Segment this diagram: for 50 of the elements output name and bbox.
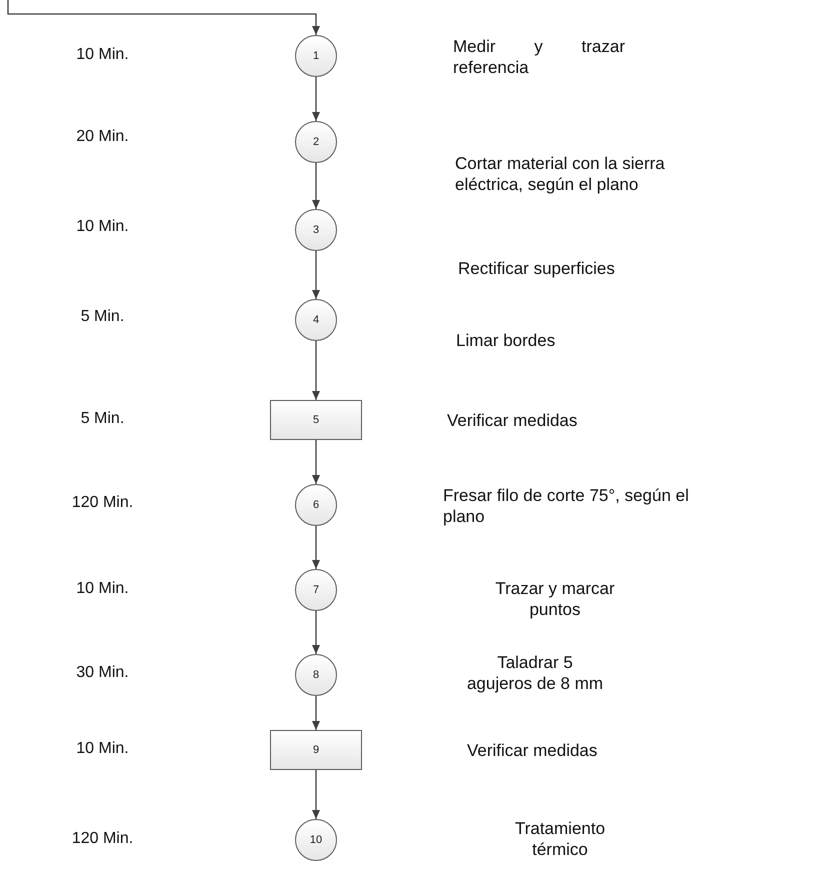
arrow (312, 163, 320, 209)
step-description: Trazar y marcar puntos (494, 578, 616, 620)
step-number: 9 (312, 744, 320, 756)
operation-circle (295, 569, 337, 611)
step-description: Cortar material con la sierra eléctrica, según el plano (455, 153, 666, 195)
duration-label: 10 Min. (75, 218, 130, 236)
operation-circle (295, 654, 337, 696)
step-description: Medir y trazar referencia (453, 36, 625, 78)
duration-label: 20 Min. (75, 128, 130, 146)
step-description: Taladrar 5 agujeros de 8 mm (466, 652, 604, 694)
duration-label: 10 Min. (75, 740, 130, 758)
operation-circle (295, 209, 337, 251)
step-number: 3 (312, 224, 320, 236)
duration-label: 5 Min. (80, 308, 126, 326)
step-number: 1 (312, 50, 320, 62)
step-number: 8 (312, 669, 320, 681)
operation-circle (295, 484, 337, 526)
operation-circle (295, 35, 337, 77)
operation-circle (295, 121, 337, 163)
step-number: 6 (312, 499, 320, 511)
step-description: Fresar filo de corte 75°, según el plano (443, 485, 690, 527)
arrow (312, 611, 320, 654)
step-description: Rectificar superficies (458, 258, 616, 279)
step-number: 7 (312, 584, 320, 596)
step-description: Verificar medidas (447, 410, 578, 431)
inspection-box (270, 400, 362, 440)
duration-label: 30 Min. (75, 664, 130, 682)
arrow (312, 77, 320, 121)
step-number: 5 (312, 414, 320, 426)
operation-circle (295, 819, 337, 861)
step-number: 2 (312, 136, 320, 148)
step-description: Verificar medidas (467, 740, 598, 761)
duration-label: 10 Min. (75, 46, 130, 64)
inspection-box (270, 730, 362, 770)
arrow (7, 0, 320, 35)
duration-label: 120 Min. (70, 830, 134, 848)
arrow (312, 341, 320, 400)
operation-circle (295, 299, 337, 341)
step-description: Tratamiento térmico (514, 818, 606, 860)
arrow (312, 251, 320, 299)
step-number: 4 (312, 314, 320, 326)
arrow (312, 770, 320, 819)
step-description: Limar bordes (456, 330, 556, 351)
duration-label: 120 Min. (70, 494, 134, 512)
duration-label: 10 Min. (75, 580, 130, 598)
arrow (312, 526, 320, 569)
arrow (312, 696, 320, 730)
duration-label: 5 Min. (80, 410, 126, 428)
step-number: 10 (310, 834, 322, 846)
arrow (312, 440, 320, 484)
